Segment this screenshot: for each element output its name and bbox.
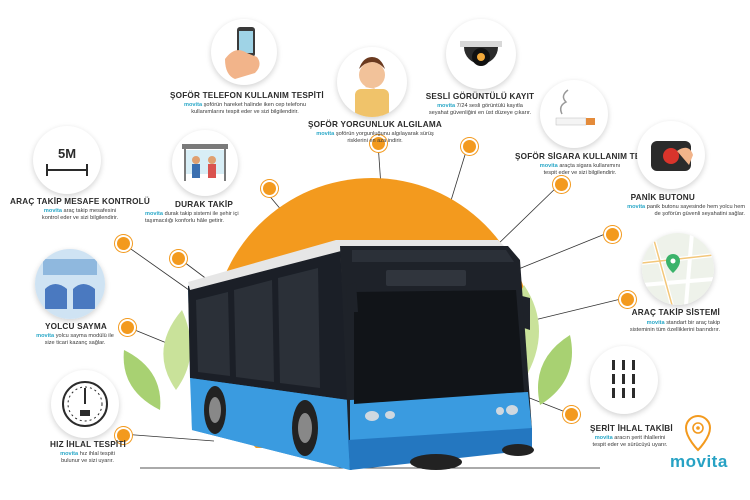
tired-driver-icon <box>355 57 389 117</box>
panic-feature-image <box>637 121 705 189</box>
speedometer-icon <box>62 381 108 427</box>
panic-feature-desc: movita panik butonu sayesinde hem yolcu … <box>585 204 745 218</box>
lane-feature-desc: movita aracın şerit ihlallerini tespit e… <box>575 435 685 449</box>
distance-feature-title: ARAÇ TAKİP MESAFE KONTROLÜ <box>10 197 150 206</box>
brand-name: movita <box>184 102 203 108</box>
phone-desc-line2: kullanımlarını tespit eder ve sizi bilgi… <box>191 109 299 115</box>
smoking-feature-title: ŞOFÖR SİGARA KULLANIM TESPİTİ <box>515 152 662 161</box>
destination-sign <box>386 270 466 286</box>
smoking-feature-image <box>540 80 608 148</box>
speed-feature-desc: movita hız ihlal tespiti bulunur ve sizi… <box>40 451 135 465</box>
smoking-desc-line2: tespit eder ve sizi bilgilendirir. <box>543 170 617 176</box>
distance-feature-dot <box>115 235 132 252</box>
distance-icon-label: 5M <box>57 146 77 161</box>
lane-desc-line1: aracın şerit ihlallerini <box>614 435 666 441</box>
bus-stop-icon <box>182 144 228 181</box>
phone-feature-image <box>211 19 277 85</box>
lane-lines-icon <box>612 360 635 398</box>
passenger-feature-desc: movita yolcu sayma modülü ile size ticar… <box>25 333 125 347</box>
brand-name: movita <box>316 131 335 137</box>
tracking-desc-line1: standart bir araç takip <box>666 320 720 326</box>
panic-desc-line2: de şoförün güvenli seyahatini sağlar. <box>654 211 746 217</box>
stop-feature-title: DURAK TAKİP <box>175 200 233 209</box>
speed-feature-title: HIZ İHLAL TESPİTİ <box>50 440 127 449</box>
fatigue-desc-line2: risklerini en aza indirir. <box>347 138 403 144</box>
location-pin-logo-icon <box>684 414 712 452</box>
brand-name: movita <box>36 333 55 339</box>
distance-feature-desc: movita araç takip mesafesini kontrol ede… <box>20 208 140 222</box>
passenger-feature-dot <box>119 319 136 336</box>
lane-desc-line2: tespit eder ve sürücüyü uyarır. <box>592 442 668 448</box>
panic-feature-dot <box>604 226 621 243</box>
stop-desc-line1: durak takip sistemi ile şehir içi <box>164 211 239 217</box>
phone-feature-title: ŞOFÖR TELEFON KULLANIM TESPİTİ <box>170 91 324 100</box>
brand-name: movita <box>145 211 164 217</box>
smoking-feature-desc: movita araçta sigara kullanımını tespit … <box>520 163 640 177</box>
stop-feature-dot <box>170 250 187 267</box>
panic-desc-line1: panik butonu sayesinde hem yolcu hem <box>646 204 745 210</box>
speed-desc-line2: bulunur ve sizi uyarır. <box>61 458 114 464</box>
brand-name: movita <box>60 451 79 457</box>
distance-desc-line1: araç takip mesafesini <box>63 208 117 214</box>
smoking-desc-line1: araçta sigara kullanımını <box>559 163 621 169</box>
fatigue-feature-dot <box>370 135 387 152</box>
fatigue-desc-line1: şoförün yorgunluğunu algılayarak sürüş <box>335 131 434 137</box>
distance-icon <box>46 164 88 176</box>
map-pin-icon <box>642 233 714 305</box>
movita-logo-text: movita <box>670 452 728 471</box>
passenger-feature-title: YOLCU SAYMA <box>45 322 107 331</box>
distance-feature-image: 5M <box>33 126 101 194</box>
cigarette-icon <box>555 89 595 126</box>
camera-feature-dot <box>461 138 478 155</box>
dome-camera-icon <box>460 41 502 66</box>
distance-desc-line2: kontrol eder ve sizi bilgilendirir. <box>41 215 119 221</box>
brand-name: movita <box>43 208 62 214</box>
panic-feature-title: PANİK BUTONU <box>630 193 695 202</box>
speed-feature-image <box>51 370 119 438</box>
tracking-feature-desc: movita standart bir araç takip sistemini… <box>580 320 720 334</box>
lane-feature-image <box>590 346 658 414</box>
brand-name: movita <box>594 435 613 441</box>
stop-desc-line2: taşımacılığı konforlu hâle getirir. <box>145 218 224 224</box>
camera-desc-line1: 7/24 sesli görüntülü kayıtla <box>456 103 523 109</box>
brand-name: movita <box>437 103 456 109</box>
stop-feature-image <box>172 130 238 196</box>
camera-desc-line2: seyahat güvenliğini en üst düzeye çıkarı… <box>428 110 532 116</box>
camera-feature-desc: movita 7/24 sesli görüntülü kayıtla seya… <box>405 103 555 117</box>
tracking-desc-line2: sisteminin tüm özelliklerini barındırır. <box>629 327 720 333</box>
phone-desc-line1: şoförün hareket halinde iken cep telefon… <box>203 102 306 108</box>
brand-name: movita <box>627 204 646 210</box>
phone-feature-dot <box>261 180 278 197</box>
phone-in-hand-icon <box>225 27 260 79</box>
fatigue-feature-image <box>337 47 407 117</box>
lane-feature-dot <box>563 406 580 423</box>
passenger-desc-line2: size ticari kazanç sağlar. <box>44 340 106 346</box>
stop-feature-desc: movita durak takip sistemi ile şehir içi… <box>145 211 285 225</box>
bus-seats-icon <box>35 249 105 319</box>
fatigue-feature-desc: movita şoförün yorgunluğunu algılayarak … <box>305 131 445 145</box>
panic-button-icon <box>651 141 693 171</box>
tracking-feature-dot <box>619 291 636 308</box>
speed-feature-dot <box>115 427 132 444</box>
passenger-desc-line1: yolcu sayma modülü ile <box>55 333 114 339</box>
brand-name: movita <box>646 320 665 326</box>
phone-feature-desc: movita şoförün hareket halinde iken cep … <box>165 102 325 116</box>
tracking-feature-image <box>642 233 714 305</box>
tracking-feature-title: ARAÇ TAKİP SİSTEMİ <box>631 308 720 317</box>
camera-feature-title: SESLİ GÖRÜNTÜLÜ KAYIT <box>425 92 535 101</box>
brand-name: movita <box>539 163 558 169</box>
camera-feature-image <box>446 19 516 89</box>
lane-feature-title: ŞERİT İHLAL TAKİBİ <box>590 424 673 433</box>
passenger-feature-image <box>35 249 105 319</box>
fatigue-feature-title: ŞOFÖR YORGUNLUK ALGILAMA <box>308 120 442 129</box>
speed-desc-line1: hız ihlal tespiti <box>79 451 115 457</box>
smoking-feature-dot <box>553 176 570 193</box>
